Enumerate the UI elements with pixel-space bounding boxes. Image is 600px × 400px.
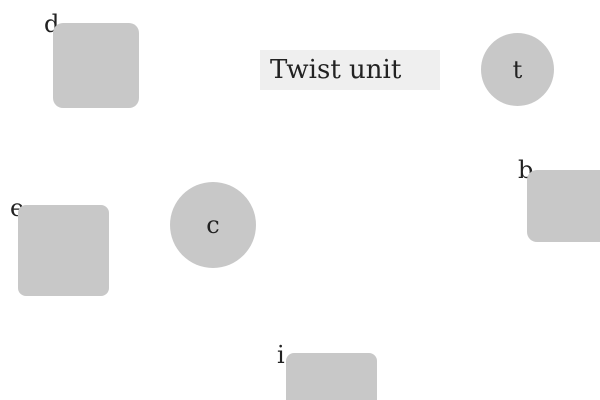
circle-c-label: c bbox=[206, 211, 220, 239]
title-text: Twist unit bbox=[270, 55, 402, 85]
block-d[interactable] bbox=[53, 23, 139, 108]
circle-t[interactable]: t bbox=[481, 33, 554, 106]
block-i[interactable] bbox=[286, 353, 377, 400]
block-b[interactable] bbox=[527, 170, 600, 242]
block-e[interactable] bbox=[18, 205, 109, 296]
circle-c[interactable]: c bbox=[170, 182, 256, 268]
label-i: i bbox=[277, 341, 285, 369]
title-box: Twist unit bbox=[260, 50, 440, 90]
circle-t-label: t bbox=[512, 55, 523, 84]
